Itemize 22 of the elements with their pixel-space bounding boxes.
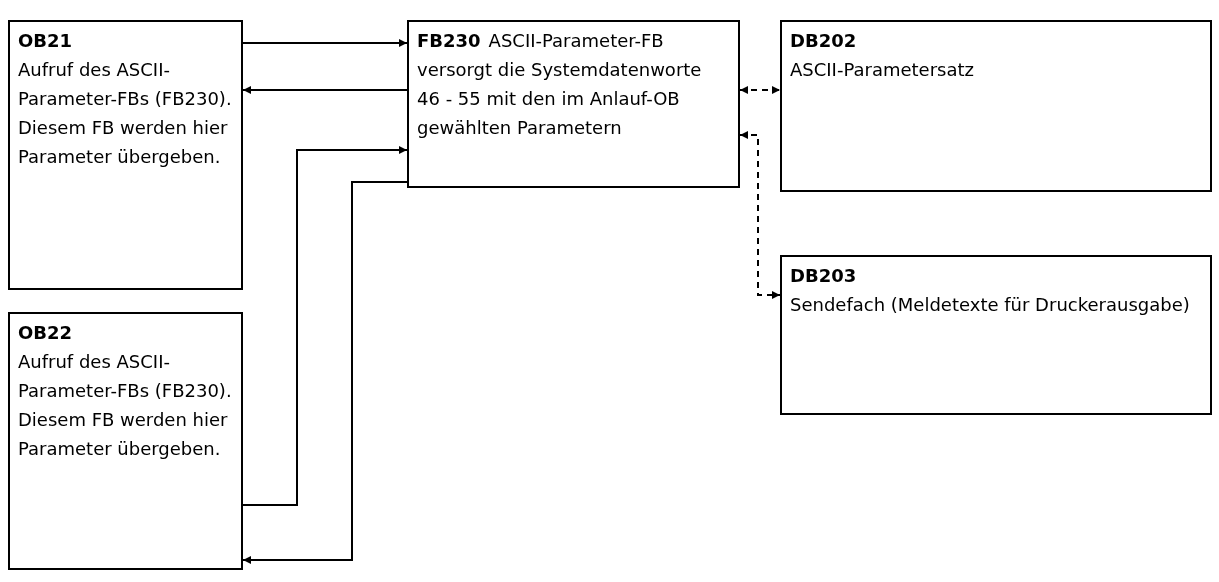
block-box xyxy=(780,20,1212,192)
arrow xyxy=(739,131,781,299)
block-title: FB230 xyxy=(417,29,481,53)
arrow xyxy=(739,86,781,94)
block-box xyxy=(8,20,243,290)
arrow xyxy=(242,146,408,506)
arrow xyxy=(242,86,408,94)
arrow xyxy=(242,39,408,47)
block-box xyxy=(780,255,1212,415)
block-description: Aufruf des ASCII-Parameter-FBs (FB230). Diesem FB werden hier Parameter übergeben. xyxy=(18,58,233,169)
block-box xyxy=(8,312,243,570)
block-description: versorgt die Systemdatenworte 46 - 55 mit den im Anlauf-OB gewählten Parametern xyxy=(417,58,703,140)
arrow xyxy=(242,181,408,564)
block-title: DB202 xyxy=(790,29,858,53)
block-description: Sendefach (Meldetexte für Druckerausgabe) xyxy=(790,293,1191,317)
block-title: OB21 xyxy=(18,29,74,53)
block-subtitle: ASCII-Parameter-FB xyxy=(488,29,664,53)
block-box xyxy=(407,20,740,188)
block-title: OB22 xyxy=(18,321,74,345)
block-description: Aufruf des ASCII-Parameter-FBs (FB230). Diesem FB werden hier Parameter übergeben. xyxy=(18,350,233,461)
block-title: DB203 xyxy=(790,264,858,288)
block-description: ASCII-Parametersatz xyxy=(790,58,975,82)
